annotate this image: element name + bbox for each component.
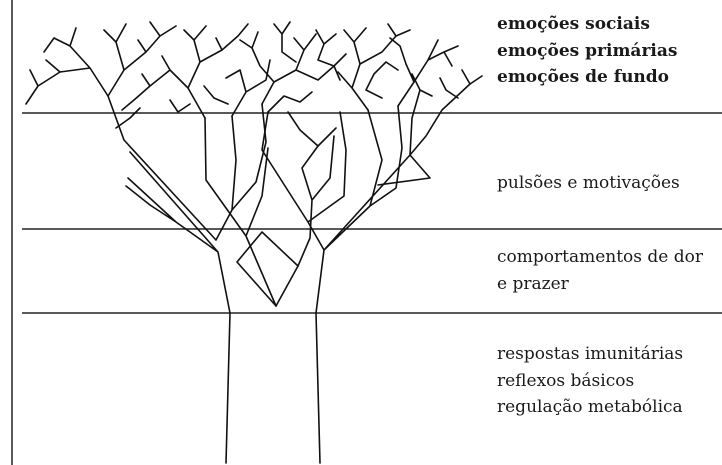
label-and-pleasure: e prazer <box>497 273 569 294</box>
right-tree-inner-limbs <box>297 83 471 267</box>
label-immune-responses: respostas imunitárias <box>497 344 684 364</box>
label-background-emotions: emoções de fundo <box>497 67 670 87</box>
label-basic-reflexes: reflexos básicos <box>497 370 635 391</box>
canopy-twigs-center-left <box>121 23 271 119</box>
tree-outline <box>25 21 483 464</box>
central-diamond <box>236 231 299 307</box>
label-primary-emotions: emoções primárias <box>497 40 678 61</box>
label-social-emotions: emoções sociais <box>497 14 650 34</box>
level-basic-regulation: respostas imunitárias reflexos básicos r… <box>497 341 683 421</box>
label-drives-motivations: pulsões e motivações <box>497 173 680 193</box>
left-tree-inner-limbs <box>107 95 267 241</box>
level-pain-pleasure: comportamentos de dor e prazer <box>497 244 703 297</box>
label-metabolic-regulation: regulação metabólica <box>497 397 683 417</box>
canopy-twigs-right <box>337 23 483 111</box>
canopy-twigs-center-right <box>239 31 347 147</box>
left-trunk <box>225 312 231 464</box>
left-tree-main-limbs <box>125 117 277 314</box>
label-pain-behaviours: comportamentos de dor <box>497 247 704 267</box>
level-drives: pulsões e motivações <box>497 170 680 197</box>
level-emotions: emoções sociais emoções primárias emoçõe… <box>497 11 677 91</box>
right-trunk <box>315 312 321 464</box>
canopy-twigs-left <box>25 21 177 105</box>
canopy-twigs-fine <box>115 21 459 129</box>
